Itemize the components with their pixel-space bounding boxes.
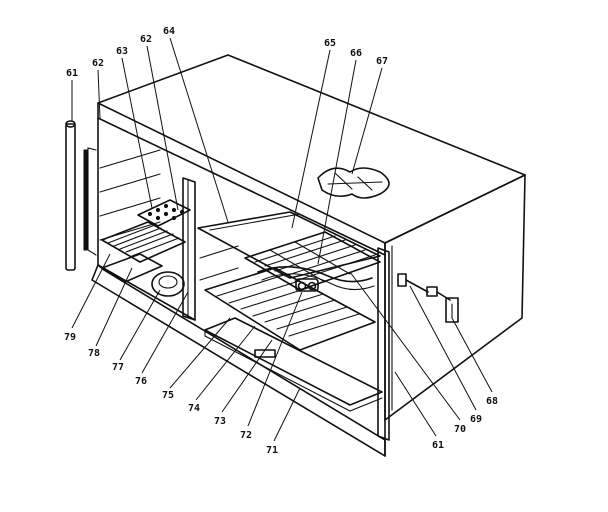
callout-labels: 61 62 63 62 64 65 66 67 79 78 77 76 75 7…: [64, 26, 498, 456]
callout-70: 70: [454, 424, 466, 435]
callout-72: 72: [240, 430, 252, 441]
top-vent: [317, 167, 390, 199]
callout-79: 79: [64, 332, 76, 343]
right-cavity: [197, 211, 383, 412]
callout-61-b: 61: [432, 440, 444, 451]
left-cavity: [87, 147, 191, 297]
callout-77: 77: [112, 362, 124, 373]
callout-74: 74: [188, 403, 200, 414]
callout-61: 61: [66, 68, 78, 79]
cabinet-outline: [91, 54, 526, 457]
callout-71: 71: [266, 445, 278, 456]
callout-78: 78: [88, 348, 100, 359]
callout-73: 73: [214, 416, 226, 427]
side-hardware: [397, 273, 459, 323]
front-frame: [97, 117, 390, 441]
upright-rod: [65, 120, 89, 271]
callout-76: 76: [135, 376, 147, 387]
callout-66: 66: [350, 48, 362, 59]
callout-68: 68: [486, 396, 498, 407]
callout-65: 65: [324, 38, 336, 49]
callout-62: 62: [92, 58, 104, 69]
callout-67: 67: [376, 56, 388, 67]
callout-75: 75: [162, 390, 174, 401]
callout-63: 63: [116, 46, 128, 57]
callout-64: 64: [163, 26, 175, 37]
callout-69: 69: [470, 414, 482, 425]
leader-lines: [71, 37, 493, 442]
callout-62-b: 62: [140, 34, 152, 45]
